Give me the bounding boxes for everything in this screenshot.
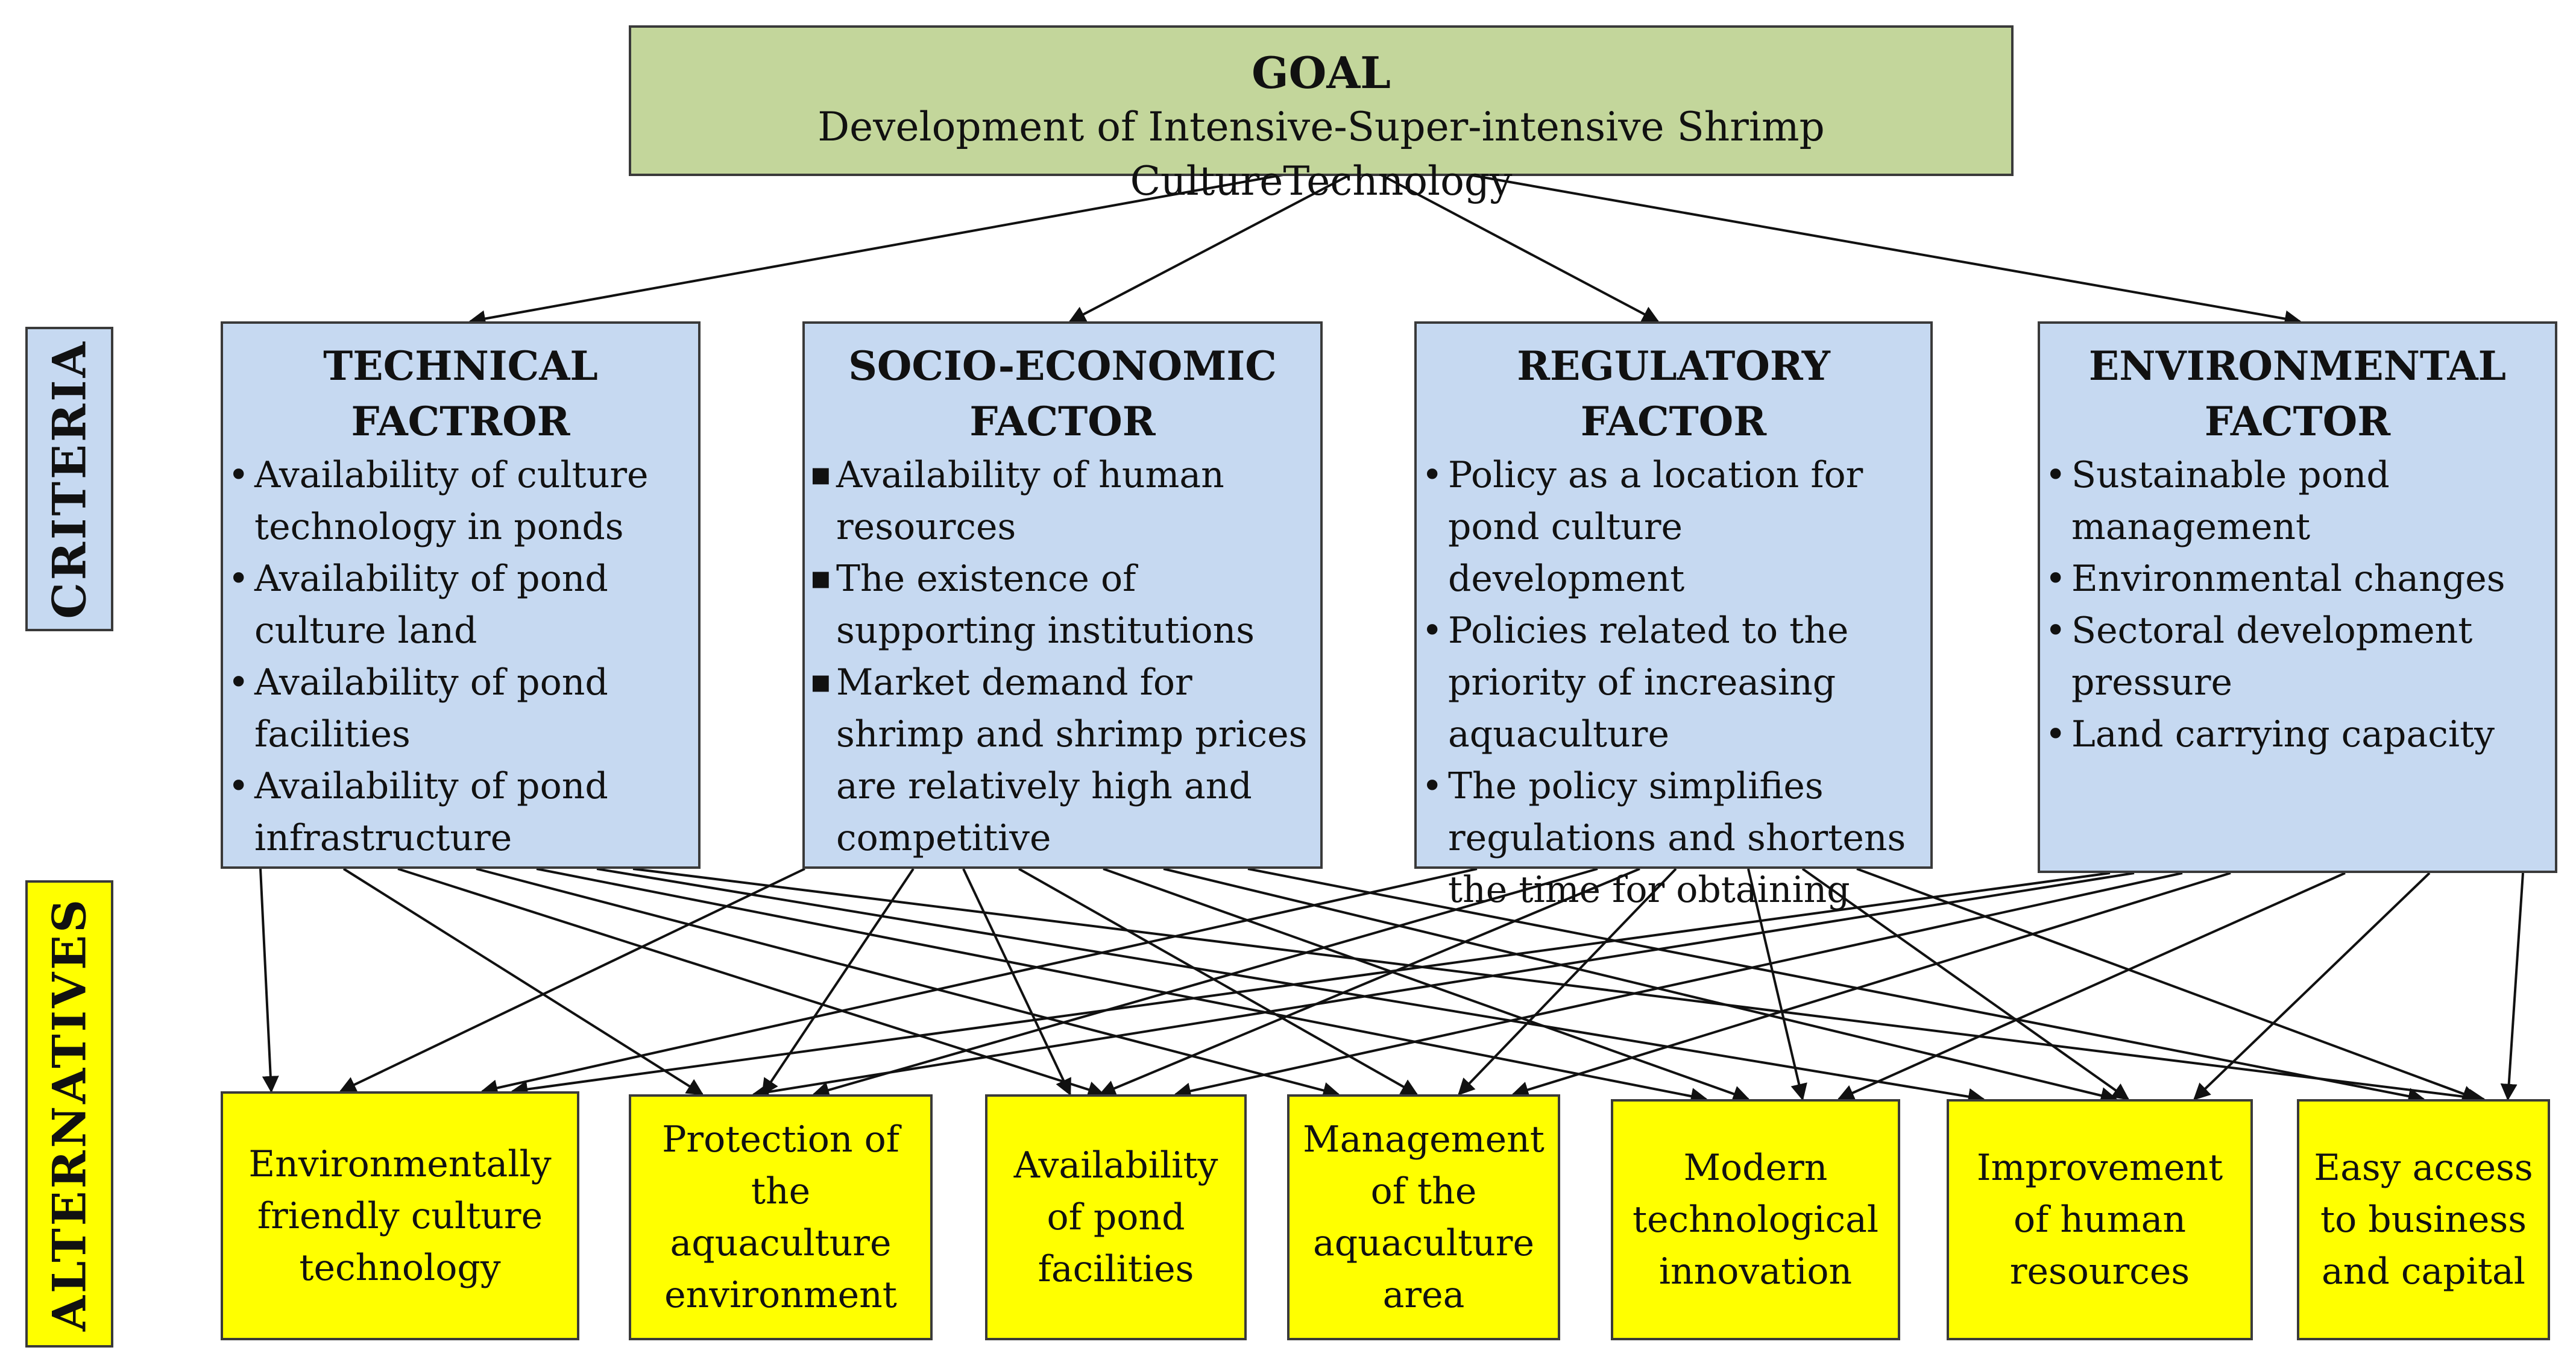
criteria-title-line1: SOCIO-ECONOMIC bbox=[848, 342, 1277, 389]
connector-arrow bbox=[397, 868, 1105, 1098]
criteria-title: SOCIO-ECONOMIC FACTOR bbox=[805, 338, 1320, 449]
connector-arrow bbox=[536, 868, 1708, 1105]
alternatives-side-text: ALTERNATIVES bbox=[42, 897, 96, 1331]
criteria-side-text: CRITERIA bbox=[42, 339, 96, 619]
criteria-title-line1: REGULATORY bbox=[1517, 342, 1830, 389]
criteria-title-line2: FACTOR bbox=[2204, 398, 2391, 445]
alternative-human-resources: Improvement of human resources bbox=[1947, 1099, 2253, 1340]
criteria-bullet: Sectoral development pressure bbox=[2045, 605, 2546, 708]
connector-arrow bbox=[1174, 872, 2183, 1100]
criteria-bullet: Environmental changes bbox=[2045, 553, 2546, 605]
criteria-side-label: CRITERIA bbox=[25, 327, 113, 631]
criteria-bullet: The policy simplifies regulations and sh… bbox=[1422, 760, 1922, 916]
criteria-bullet: Availability of pond facilities bbox=[228, 657, 690, 760]
connector-arrow bbox=[342, 868, 704, 1096]
criteria-bullet: Sustainable pond management bbox=[2045, 449, 2546, 553]
connector-arrow bbox=[476, 868, 1340, 1099]
alternative-label: Availability of pond facilities bbox=[1013, 1144, 1218, 1290]
criteria-title: TECHNICAL FACTROR bbox=[223, 338, 698, 449]
criteria-bullet: Availability of pond culture land bbox=[228, 553, 690, 657]
connector-arrow bbox=[468, 172, 1294, 327]
criteria-bullet-list: Policy as a location for pond culture de… bbox=[1422, 449, 1922, 916]
criteria-socio-economic: SOCIO-ECONOMIC FACTOR Availability of hu… bbox=[802, 321, 1323, 869]
connector-arrow bbox=[1068, 172, 1354, 323]
criteria-bullet: Policies related to the priority of incr… bbox=[1422, 605, 1922, 760]
criteria-title-line2: FACTOR bbox=[1580, 398, 1767, 445]
alternatives-side-label: ALTERNATIVES bbox=[25, 880, 113, 1348]
alternative-label: Modern technological innovation bbox=[1632, 1147, 1879, 1293]
connector-arrow bbox=[962, 868, 1071, 1096]
criteria-environmental: ENVIRONMENTAL FACTOR Sustainable pond ma… bbox=[2038, 321, 2557, 873]
goal-title: GOAL bbox=[1252, 47, 1391, 98]
connector-arrow bbox=[1856, 868, 2480, 1102]
alternative-label: Environmentally friendly culture technol… bbox=[248, 1143, 552, 1289]
connector-arrow bbox=[1458, 172, 2302, 327]
connector-arrow bbox=[1511, 872, 2231, 1098]
connector-arrow bbox=[1377, 172, 1660, 323]
connector-arrow bbox=[632, 868, 2486, 1106]
connector-arrow bbox=[761, 868, 915, 1096]
criteria-technical: TECHNICAL FACTROR Availability of cultur… bbox=[221, 321, 701, 869]
criteria-bullet: Availability of pond infrastructure bbox=[228, 760, 690, 864]
connector-arrow bbox=[339, 868, 805, 1092]
criteria-bullet: The existence of supporting institutions bbox=[810, 552, 1312, 657]
alternative-label: Protection of the aquaculture environmen… bbox=[662, 1118, 899, 1316]
alternative-environment-protection: Protection of the aquaculture environmen… bbox=[629, 1094, 933, 1340]
criteria-bullet-list: Sustainable pond management Environmenta… bbox=[2045, 449, 2546, 760]
criteria-regulatory: REGULATORY FACTOR Policy as a location f… bbox=[1414, 321, 1933, 911]
alternative-business-access: Easy access to business and capital bbox=[2297, 1099, 2550, 1340]
criteria-title-line2: FACTOR bbox=[969, 398, 1156, 445]
goal-subtitle: Development of Intensive-Super-intensive… bbox=[817, 104, 1825, 204]
criteria-bullet: Policy as a location for pond culture de… bbox=[1422, 449, 1922, 605]
connector-arrow bbox=[1163, 868, 2118, 1104]
criteria-title-line1: TECHNICAL bbox=[323, 342, 598, 389]
alternative-pond-facilities: Availability of pond facilities bbox=[985, 1094, 1247, 1340]
goal-box: GOAL Development of Intensive-Super-inte… bbox=[629, 25, 2014, 204]
criteria-title: REGULATORY FACTOR bbox=[1417, 338, 1930, 449]
alternative-label: Improvement of human resources bbox=[1976, 1147, 2223, 1293]
alternative-environmentally-friendly: Environmentally friendly culture technol… bbox=[221, 1091, 579, 1340]
criteria-bullet: Availability of human resources bbox=[810, 448, 1312, 553]
alternative-technological-innovation: Modern technological innovation bbox=[1611, 1099, 1900, 1340]
criteria-bullet-list: Availability of culture technology in po… bbox=[228, 449, 690, 864]
connector-arrow bbox=[1837, 872, 2346, 1101]
criteria-bullet: Land carrying capacity bbox=[2045, 708, 2546, 760]
criteria-title-line1: ENVIRONMENTAL bbox=[2088, 342, 2507, 389]
alternative-area-management: Management of the aquaculture area bbox=[1287, 1094, 1560, 1340]
connector-arrow bbox=[2193, 872, 2431, 1100]
connector-arrow bbox=[259, 868, 279, 1093]
alternative-label: Management of the aquaculture area bbox=[1303, 1118, 1545, 1316]
connector-arrow bbox=[1018, 868, 1419, 1096]
criteria-bullet-list: Availability of human resources The exis… bbox=[810, 448, 1312, 864]
criteria-bullet: Availability of culture technology in po… bbox=[228, 449, 690, 553]
criteria-title: ENVIRONMENTAL FACTOR bbox=[2040, 338, 2555, 449]
connector-arrow bbox=[480, 868, 1478, 1097]
connector-arrow bbox=[1103, 868, 1750, 1102]
criteria-title-line2: FACTROR bbox=[351, 398, 570, 445]
connector-arrow bbox=[2500, 872, 2524, 1101]
alternative-label: Easy access to business and capital bbox=[2314, 1147, 2533, 1293]
criteria-bullet: Market demand for shrimp and shrimp pric… bbox=[810, 655, 1312, 864]
